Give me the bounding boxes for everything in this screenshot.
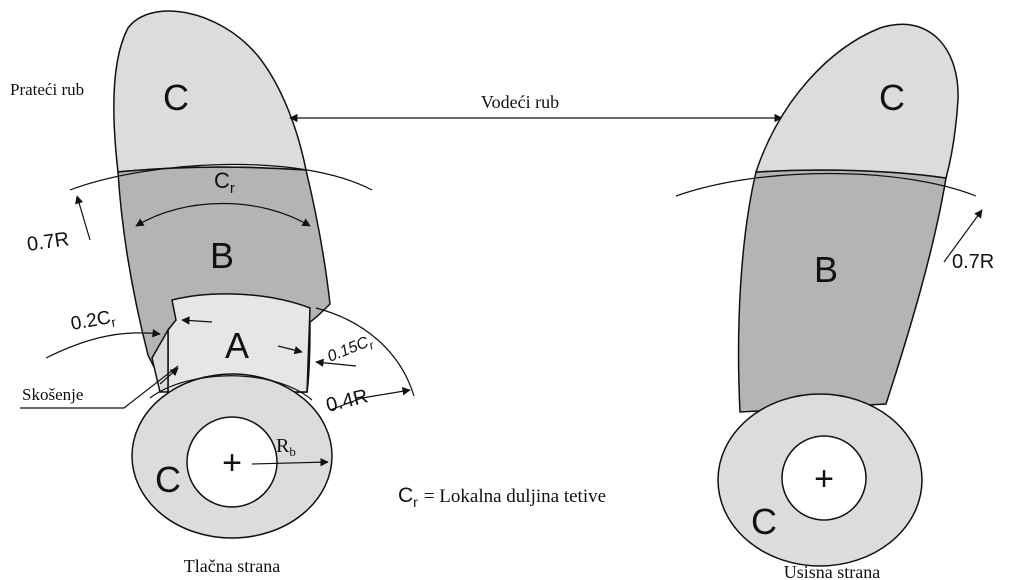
suction-side-label: Usisna strana — [784, 562, 880, 580]
left-07r-arrow — [75, 195, 91, 241]
pressure-side-label: Tlačna strana — [184, 556, 280, 576]
right-blade — [717, 23, 959, 567]
right-zone-b-label: B — [814, 249, 838, 290]
dim-02cr-arrow — [45, 328, 161, 359]
rb-arrow — [251, 458, 329, 467]
left-04r-arc — [315, 307, 415, 397]
right-zone-c-hub-label: C — [751, 501, 777, 542]
dim-015cr-label: 0.15Cr — [325, 332, 377, 368]
rb-label: Rb — [276, 435, 296, 459]
right-07r-arc — [675, 172, 977, 197]
left-07r-arc — [69, 163, 373, 191]
cr-chord-arrow — [135, 202, 311, 227]
cr-chord-label: Cr — [214, 168, 235, 197]
trailing-edge-label: Prateći rub — [10, 80, 84, 99]
right-hub-plus: + — [814, 460, 834, 498]
cr-definition: Cr= Lokalna duljina tetive — [398, 484, 606, 510]
skosenje-leader — [20, 365, 179, 409]
right-zone-c-tip — [754, 23, 959, 179]
left-zone-c-hub-label: C — [155, 459, 181, 500]
left-zone-a — [167, 293, 311, 393]
left-hub-plus: + — [222, 444, 242, 482]
right-zone-c-tip-label: C — [879, 77, 905, 118]
left-07r-label: 0.7R — [26, 228, 71, 256]
right-07r-arrow — [943, 209, 983, 263]
dim-02cr-label: 0.2Cr — [69, 306, 117, 336]
right-zone-b — [737, 169, 947, 413]
left-zone-c-tip-label: C — [163, 77, 189, 118]
right-hub-bore — [781, 435, 867, 521]
skosenje-label: Skošenje — [22, 385, 83, 404]
left-zone-a-label: A — [225, 325, 249, 366]
dim-04r-label: 0.4R — [324, 385, 370, 417]
left-zone-c-tip — [113, 10, 307, 173]
leading-edge-label: Vodeći rub — [481, 92, 559, 112]
left-hub-bore — [186, 416, 278, 508]
left-zone-b-label: B — [210, 235, 234, 276]
right-07r-label: 0.7R — [952, 251, 994, 273]
